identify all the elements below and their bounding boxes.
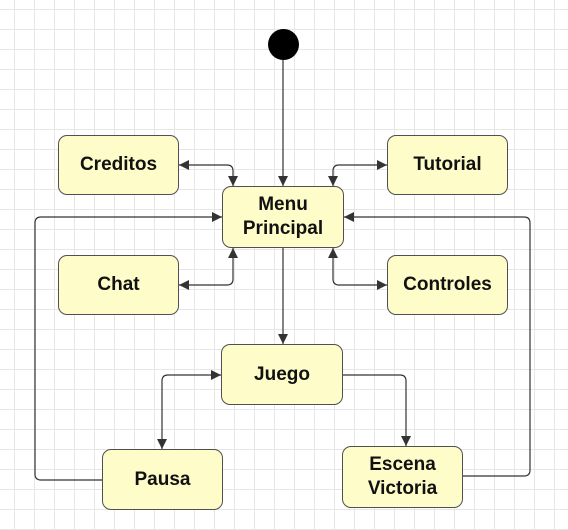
edge-juego-to-victoria bbox=[343, 374, 411, 446]
edge-controles-menu bbox=[328, 248, 387, 290]
state-escena-victoria[interactable]: Escena Victoria bbox=[342, 446, 463, 508]
state-controles[interactable]: Controles bbox=[387, 255, 508, 315]
edge-victoria-to-menu bbox=[344, 212, 531, 477]
state-chat[interactable]: Chat bbox=[58, 255, 179, 315]
state-creditos[interactable]: Creditos bbox=[58, 135, 179, 195]
edge-juego-pausa bbox=[157, 370, 221, 449]
state-juego[interactable]: Juego bbox=[221, 344, 343, 405]
edge-pausa-to-menu bbox=[34, 212, 222, 481]
state-tutorial[interactable]: Tutorial bbox=[387, 135, 508, 195]
edge-tutorial-menu bbox=[328, 160, 387, 186]
edge-chat-menu bbox=[179, 248, 238, 290]
state-pausa[interactable]: Pausa bbox=[102, 449, 223, 510]
initial-state-node bbox=[268, 29, 299, 60]
state-menu-principal[interactable]: Menu Principal bbox=[222, 186, 344, 248]
edge-creditos-menu bbox=[179, 160, 238, 186]
